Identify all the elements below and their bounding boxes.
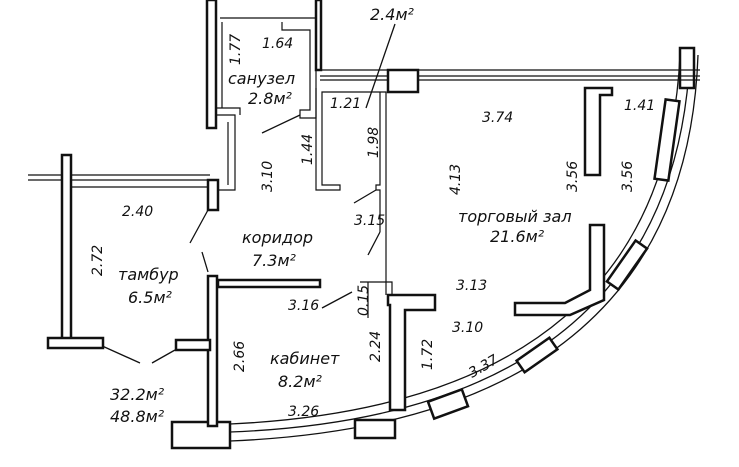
room-area-torgoviy-zal: 21.6м² bbox=[490, 227, 545, 246]
wall-pier bbox=[514, 336, 560, 374]
dimension: 2.72 bbox=[90, 245, 106, 276]
wall-pier bbox=[653, 98, 681, 182]
room-name-koridor: коридор bbox=[242, 228, 313, 247]
wall-pier bbox=[678, 46, 696, 90]
dimension: 2.40 bbox=[122, 204, 153, 220]
wall bbox=[583, 86, 614, 177]
wall bbox=[46, 336, 105, 350]
dimension: 0.15 bbox=[356, 285, 372, 316]
dimension: 2.66 bbox=[232, 341, 248, 372]
total-area-1: 32.2м² bbox=[110, 385, 165, 404]
room-name-tambur: тамбур bbox=[118, 265, 179, 284]
dimension: 3.74 bbox=[482, 110, 513, 126]
wall bbox=[386, 293, 437, 412]
wall-pier bbox=[170, 420, 232, 450]
wall bbox=[360, 281, 393, 318]
wall bbox=[60, 153, 73, 342]
wall bbox=[315, 88, 387, 295]
dimension: 3.15 bbox=[354, 213, 385, 229]
wall bbox=[216, 114, 236, 191]
wall bbox=[28, 174, 210, 188]
curved-outer-wall bbox=[229, 54, 691, 433]
leader-line bbox=[365, 23, 396, 109]
dimension: 3.10 bbox=[452, 320, 483, 336]
column bbox=[386, 68, 420, 94]
wall bbox=[206, 178, 220, 212]
dimension: 4.13 bbox=[448, 164, 464, 195]
sanuzel-walls bbox=[216, 17, 317, 119]
wall bbox=[205, 0, 218, 130]
closet-area: 2.4м² bbox=[370, 5, 415, 24]
dimension: 3.16 bbox=[288, 298, 319, 314]
dimension: 1.64 bbox=[262, 36, 293, 52]
dimension: 2.24 bbox=[368, 331, 384, 362]
room-name-kabinet: кабинет bbox=[270, 349, 340, 368]
dimension: 1.44 bbox=[300, 134, 316, 165]
dimension: 1.41 bbox=[624, 98, 655, 114]
room-name-sanuzel: санузел bbox=[228, 69, 295, 88]
wall bbox=[320, 69, 700, 81]
wall bbox=[314, 0, 323, 72]
dimension: 1.98 bbox=[366, 127, 382, 158]
wall bbox=[174, 338, 212, 352]
dimension: 1.77 bbox=[228, 34, 244, 65]
total-area-2: 48.8м² bbox=[110, 407, 165, 426]
wall-pier bbox=[605, 238, 649, 292]
dimension: 3.37 bbox=[466, 352, 501, 381]
dimension: 3.56 bbox=[565, 161, 581, 192]
door-swing bbox=[99, 114, 381, 364]
wall bbox=[216, 278, 322, 289]
wall bbox=[375, 92, 381, 232]
dimension: 1.21 bbox=[330, 96, 361, 112]
dimension: 3.13 bbox=[456, 278, 487, 294]
room-area-sanuzel: 2.8м² bbox=[248, 89, 293, 108]
dimension: 3.56 bbox=[620, 161, 636, 192]
room-area-kabinet: 8.2м² bbox=[278, 372, 323, 391]
room-area-tambur: 6.5м² bbox=[128, 288, 173, 307]
dimension: 3.10 bbox=[260, 161, 276, 192]
wall-pier bbox=[426, 387, 470, 421]
room-name-torgoviy-zal: торговый зал bbox=[458, 207, 572, 226]
wall bbox=[513, 223, 606, 317]
wall-pier bbox=[353, 418, 397, 440]
dimension: 1.72 bbox=[420, 339, 436, 370]
room-area-koridor: 7.3м² bbox=[252, 251, 297, 270]
dimension: 3.26 bbox=[288, 404, 319, 420]
